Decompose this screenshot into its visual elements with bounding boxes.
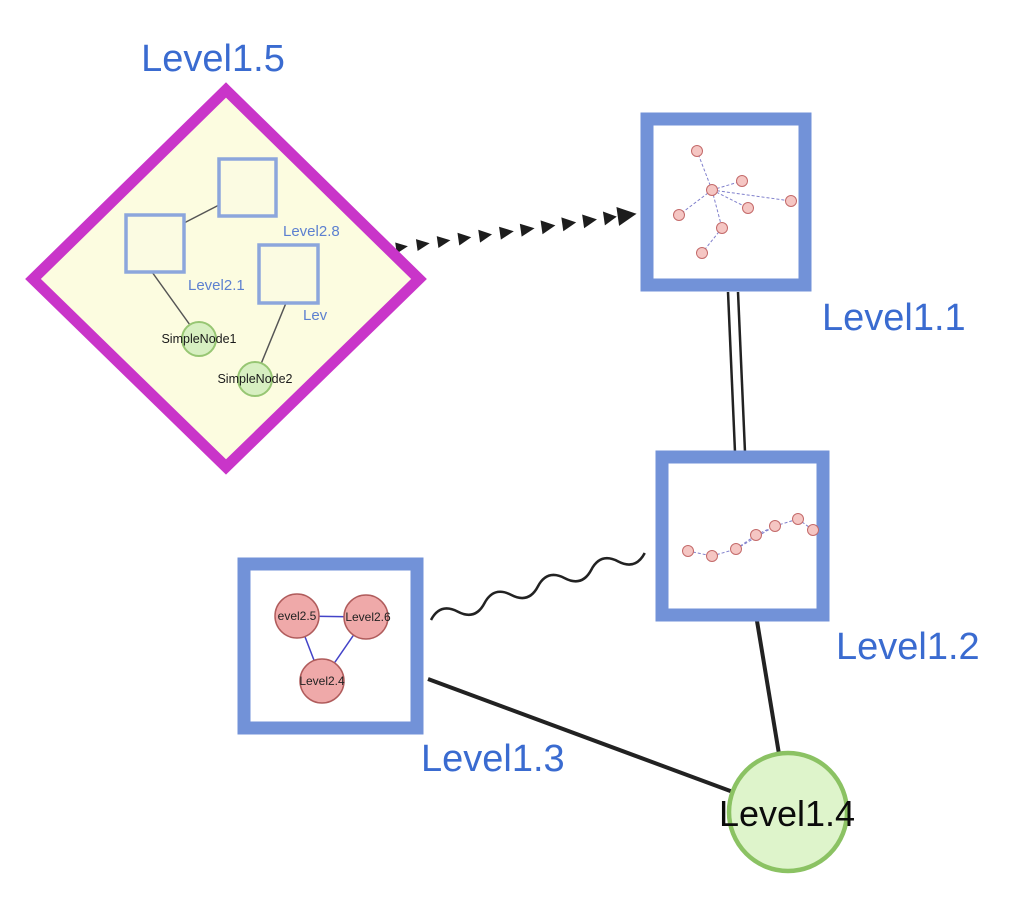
edge-lev-to-simplenode2 — [260, 302, 287, 365]
node-level13[interactable] — [237, 557, 424, 735]
mini-edge — [711, 189, 749, 209]
label-level28: Level2.8 — [283, 223, 340, 240]
node-level11[interactable] — [640, 112, 812, 292]
node-level21[interactable] — [124, 213, 186, 274]
arrowhead-dash — [478, 229, 493, 243]
edge-level13-to-level14 — [427, 677, 734, 794]
arrowhead-dash — [561, 217, 577, 232]
group-node-level12 — [655, 450, 830, 622]
mini-graph-node[interactable] — [673, 209, 685, 221]
label-simplenode1: SimpleNode1 — [161, 332, 236, 346]
node-level15-diamond[interactable] — [25, 82, 427, 475]
label-level21: Level2.1 — [188, 277, 245, 294]
arrowhead-tip — [616, 207, 637, 226]
node-lev[interactable] — [257, 243, 320, 305]
arrowhead-dash — [395, 242, 408, 254]
node-level14[interactable] — [726, 750, 850, 874]
arrowhead-dash — [519, 223, 535, 237]
mini-graph-node[interactable] — [730, 543, 742, 555]
node-level26[interactable] — [343, 594, 389, 640]
label-lev: Lev — [303, 307, 328, 324]
edge-level28-to-level21 — [183, 204, 220, 224]
double-line-left — [726, 291, 737, 453]
arrowhead-dash — [457, 232, 472, 246]
group-node-level13: evel2.5 Level2.6 Level2.4 — [237, 557, 424, 735]
node-level28[interactable] — [217, 157, 278, 218]
group-node-level15: Level2.8 Level2.1 Lev SimpleNode1 Simple… — [25, 82, 427, 475]
mini-edge — [696, 150, 713, 191]
arrowhead-dash — [415, 239, 430, 251]
arrowhead-dash — [602, 211, 617, 226]
mini-edge — [678, 189, 713, 216]
mini-graph-node[interactable] — [682, 545, 694, 557]
label-simplenode2: SimpleNode2 — [217, 372, 292, 386]
node-level24[interactable] — [299, 658, 345, 704]
arrowhead-dash — [582, 214, 597, 229]
node-simplenode1[interactable] — [181, 321, 217, 357]
edge-level12-to-level14 — [755, 620, 781, 755]
label-level12: Level1.2 — [836, 626, 980, 668]
node-level25[interactable] — [274, 593, 320, 639]
mini-graph-node[interactable] — [742, 202, 754, 214]
wavy-line — [429, 552, 646, 621]
mini-graph-node[interactable] — [769, 520, 781, 532]
label-level26: Level2.6 — [345, 610, 391, 624]
mini-graph-node[interactable] — [807, 524, 819, 536]
mini-graph-node[interactable] — [706, 550, 718, 562]
edge-level11-to-level12 — [726, 291, 747, 453]
mini-graph-node[interactable] — [691, 145, 703, 157]
label-level24: Level2.4 — [299, 674, 345, 688]
node-simplenode2[interactable] — [237, 361, 273, 397]
edge-level21-to-simplenode1 — [151, 271, 191, 326]
edge-level15-to-level11 — [395, 207, 637, 254]
label-level14: Level1.4 — [719, 793, 855, 834]
mini-graph-node[interactable] — [792, 513, 804, 525]
mini-edge — [711, 189, 792, 202]
mini-graph-node[interactable] — [696, 247, 708, 259]
mini-graph-node[interactable] — [785, 195, 797, 207]
arrowhead-dash — [499, 226, 514, 240]
arrowhead-dash — [540, 220, 556, 235]
label-level13: Level1.3 — [421, 738, 565, 780]
node-level12[interactable] — [655, 450, 830, 622]
edge-level13-to-level12 — [429, 552, 646, 621]
arrowhead-dash — [436, 236, 451, 249]
label-level11: Level1.1 — [822, 297, 966, 339]
mini-graph-node[interactable] — [706, 184, 718, 196]
label-level15: Level1.5 — [141, 38, 285, 80]
label-level25: evel2.5 — [278, 609, 317, 623]
group-node-level11 — [640, 112, 812, 292]
mini-graph-node[interactable] — [716, 222, 728, 234]
mini-edge — [711, 189, 723, 229]
mini-graph-node[interactable] — [736, 175, 748, 187]
mini-graph-node[interactable] — [750, 529, 762, 541]
double-line-right — [736, 291, 747, 453]
